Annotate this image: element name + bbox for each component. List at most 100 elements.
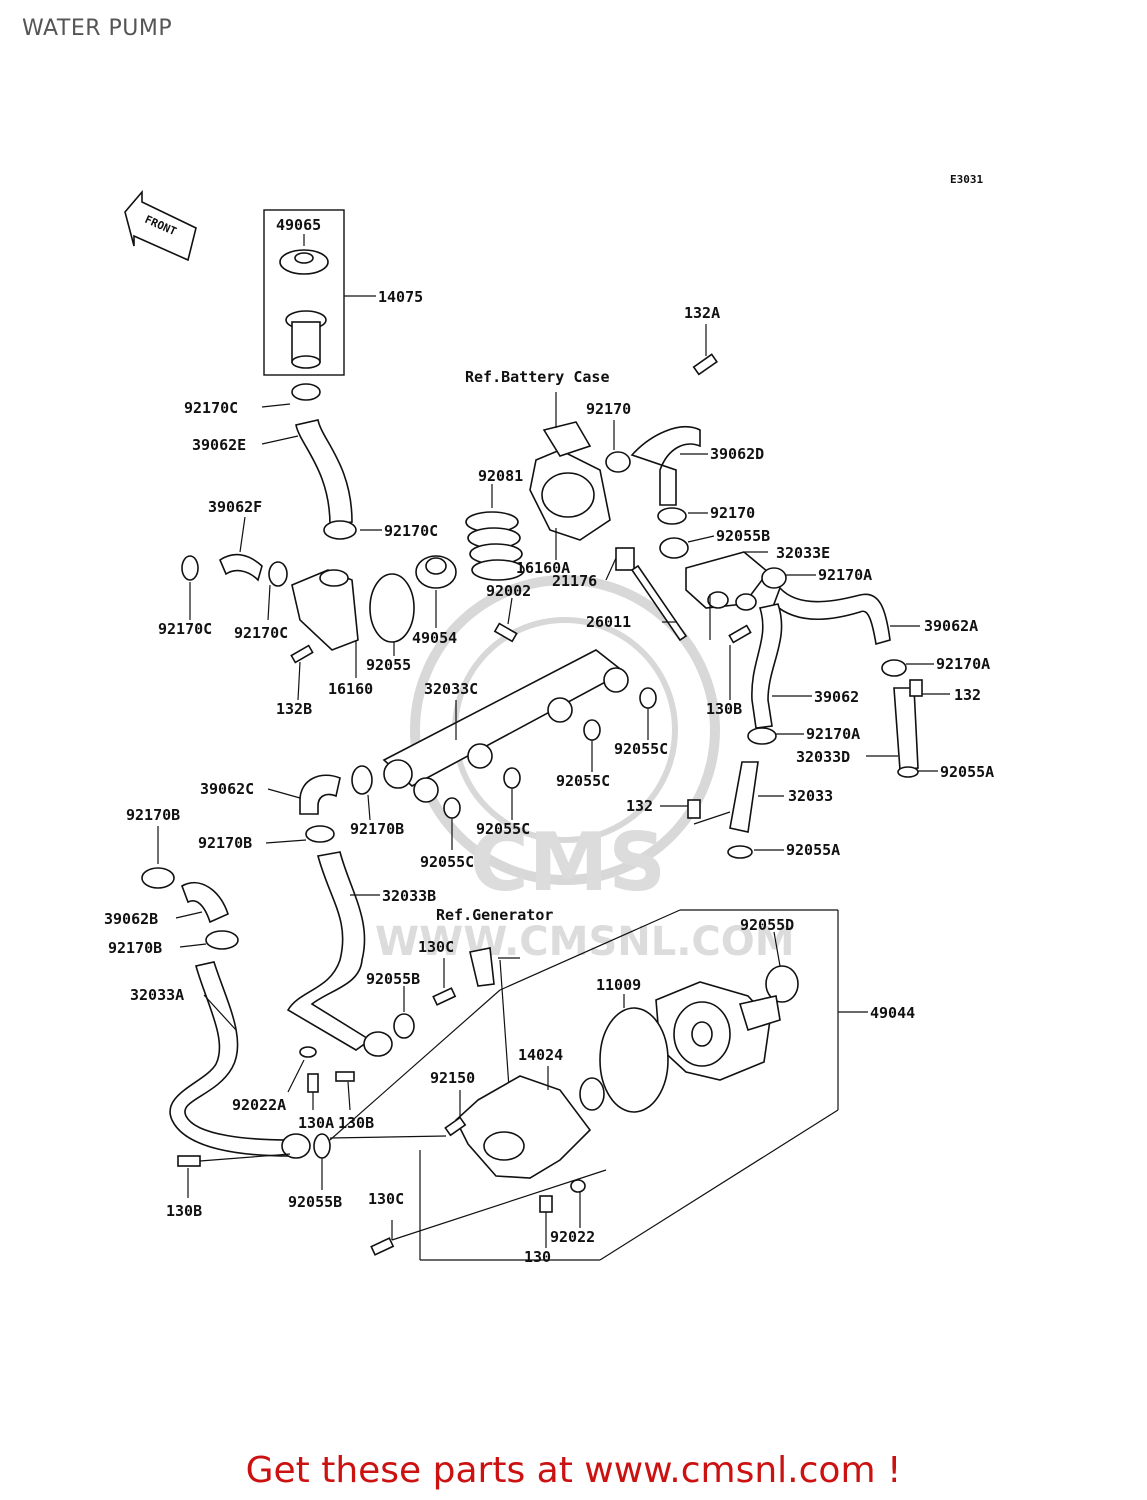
label-92055A-lower: 92055A [786, 841, 840, 859]
label-39062D: 39062D [710, 445, 764, 463]
label-132: 132 [954, 686, 981, 704]
label-92170C-left: 92170C [158, 620, 212, 638]
hose-fitting-32033A [281, 1133, 311, 1159]
o-ring-92055D [765, 965, 799, 1003]
label-39062A: 39062A [924, 617, 978, 635]
label-92170A-far: 92170A [936, 655, 990, 673]
label-92055B-upper: 92055B [716, 527, 770, 545]
spring-92081 [465, 511, 525, 581]
label-92055D: 92055D [740, 916, 794, 934]
footer-promo-text[interactable]: Get these parts at www.cmsnl.com ! [245, 1450, 902, 1491]
housing-bracket [542, 421, 592, 457]
clamp-92170C-right [268, 561, 288, 587]
bolt-132A [692, 353, 718, 376]
clamp-92170B-left [141, 867, 175, 889]
label-92022A: 92022A [232, 1096, 286, 1114]
washer-92022A [299, 1046, 317, 1058]
bolt-130 [539, 1195, 553, 1213]
page-title: WATER PUMP [22, 16, 173, 41]
label-32033A: 32033A [130, 986, 184, 1004]
clamp-92170-bottom [657, 507, 687, 525]
diagram-code: E3031 [950, 173, 983, 186]
label-130: 130 [524, 1248, 551, 1266]
label-32033E: 32033E [776, 544, 830, 562]
o-ring-92055B-mid [393, 1013, 415, 1039]
label-39062: 39062 [814, 688, 859, 706]
label-49044: 49044 [870, 1004, 915, 1022]
label-92170C-top: 92170C [184, 399, 238, 417]
label-92170B-upper: 92170B [350, 820, 404, 838]
clamp-92170C-mid [323, 520, 357, 540]
label-32033D: 32033D [796, 748, 850, 766]
label-49065: 49065 [276, 216, 321, 234]
radiator-cap [279, 249, 329, 275]
front-arrow: FRONT [124, 189, 197, 262]
pipe-32033 [729, 761, 759, 833]
hose-39062F [219, 553, 263, 582]
label-92170C-mid: 92170C [384, 522, 438, 540]
label-92170-top: 92170 [586, 400, 631, 418]
label-132A: 132A [684, 304, 720, 322]
label-14075: 14075 [378, 288, 423, 306]
pump-cover-14024 [455, 1075, 592, 1179]
hose-39062B [181, 881, 229, 924]
label-92170B-lower: 92170B [108, 939, 162, 957]
hose-39062 [751, 603, 783, 729]
bolt-130A [307, 1073, 319, 1093]
label-39062E: 39062E [192, 436, 246, 454]
label-49054: 49054 [412, 629, 457, 647]
hose-39062C [299, 774, 341, 815]
o-ring-92055A-upper [897, 766, 919, 778]
label-92055C-a: 92055C [614, 740, 668, 758]
label-32033: 32033 [788, 787, 833, 805]
label-130B-lower: 130B [166, 1202, 202, 1220]
label-130B-mid: 130B [338, 1114, 374, 1132]
label-130C-upper: 130C [418, 938, 454, 956]
label-92055: 92055 [366, 656, 411, 674]
label-92170-bottom: 92170 [710, 504, 755, 522]
hose-32033A [169, 961, 291, 1157]
clamp-92170B-lower [205, 930, 239, 950]
hose-32033B [286, 851, 372, 1051]
clamp-92170A-far [881, 659, 907, 677]
exploded-parts-diagram: CMS WWW.CMSNL.COM FRONT E3031 [104, 173, 994, 1266]
bolt-130C-lower [370, 1237, 395, 1256]
clamp-92170-top [605, 451, 631, 473]
label-92055B-mid: 92055B [366, 970, 420, 988]
label-130B-upper: 130B [706, 700, 742, 718]
label-32033C: 32033C [424, 680, 478, 698]
label-92170A-lower: 92170A [806, 725, 860, 743]
clamp-92170C-top [291, 383, 321, 401]
generator-bracket [469, 947, 495, 987]
hose-39062D [630, 426, 701, 506]
label-130C-lower: 130C [368, 1190, 404, 1208]
label-ref-generator: Ref.Generator [436, 906, 553, 924]
bolt-130B-lower [177, 1155, 201, 1167]
o-ring-92055C-c [503, 767, 521, 789]
label-92170B-mid: 92170B [198, 834, 252, 852]
bolt-92002 [493, 622, 518, 643]
o-ring-92055C-d [443, 797, 461, 819]
o-ring-92055C-a [639, 687, 657, 709]
label-92055C-c: 92055C [476, 820, 530, 838]
label-92055C-d: 92055C [420, 853, 474, 871]
clamp-92170B-upper [351, 765, 373, 795]
hose-fitting-32033B [363, 1031, 393, 1057]
filler-neck [285, 310, 327, 369]
cap-assembly-box [263, 209, 345, 376]
sensor-21176 [615, 547, 635, 571]
label-130A: 130A [298, 1114, 334, 1132]
label-92170C-right: 92170C [234, 624, 288, 642]
watermark-url: WWW.CMSNL.COM [375, 919, 795, 965]
label-16160A: 16160A [516, 559, 570, 577]
label-92150: 92150 [430, 1069, 475, 1087]
bolt-92150 [444, 1116, 467, 1137]
label-21176: 21176 [552, 572, 597, 590]
clamp-92170A-lower [747, 727, 777, 745]
o-ring-92055 [369, 573, 415, 643]
o-ring-11009 [599, 1007, 669, 1113]
label-11009: 11009 [596, 976, 641, 994]
front-arrow-shape [124, 189, 197, 262]
bolt-132B [290, 644, 314, 664]
label-92022: 92022 [550, 1228, 595, 1246]
